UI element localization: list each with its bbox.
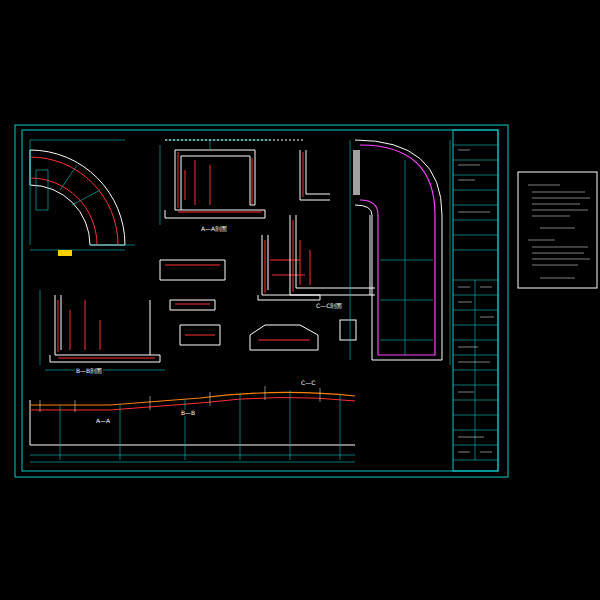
section-label: A—A剖面: [200, 226, 228, 232]
section-label: B—B剖面: [75, 368, 103, 374]
section-label: C—C剖面: [315, 303, 343, 309]
section-label: B—B: [180, 410, 196, 416]
section-label: C—C: [300, 380, 316, 386]
section-label: A—A: [95, 418, 111, 424]
